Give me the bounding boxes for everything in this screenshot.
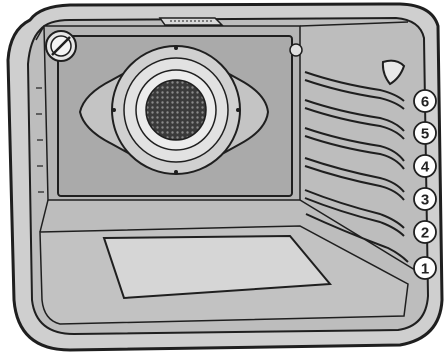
shelf-level-label-1: 1	[421, 261, 429, 278]
shelf-level-badge-5: 5	[414, 122, 436, 144]
fan-grille	[146, 80, 206, 140]
shelf-level-badge-4: 4	[414, 155, 436, 177]
shelf-level-label-4: 4	[421, 159, 430, 176]
shelf-level-label-5: 5	[421, 126, 429, 143]
screw-top	[174, 46, 178, 50]
shelf-level-badge-2: 2	[414, 221, 436, 243]
oven-lamp-icon	[46, 31, 76, 61]
shelf-level-badge-1: 1	[414, 257, 436, 279]
shelf-level-label-6: 6	[421, 94, 429, 111]
shelf-level-badge-3: 3	[414, 188, 436, 210]
shelf-level-label-2: 2	[421, 225, 429, 242]
shelf-level-badge-6: 6	[414, 90, 436, 112]
screw-bottom	[174, 170, 178, 174]
screw-left	[112, 108, 116, 112]
screw-right	[236, 108, 240, 112]
shelf-level-label-3: 3	[421, 192, 429, 209]
probe-socket-icon	[290, 44, 302, 56]
